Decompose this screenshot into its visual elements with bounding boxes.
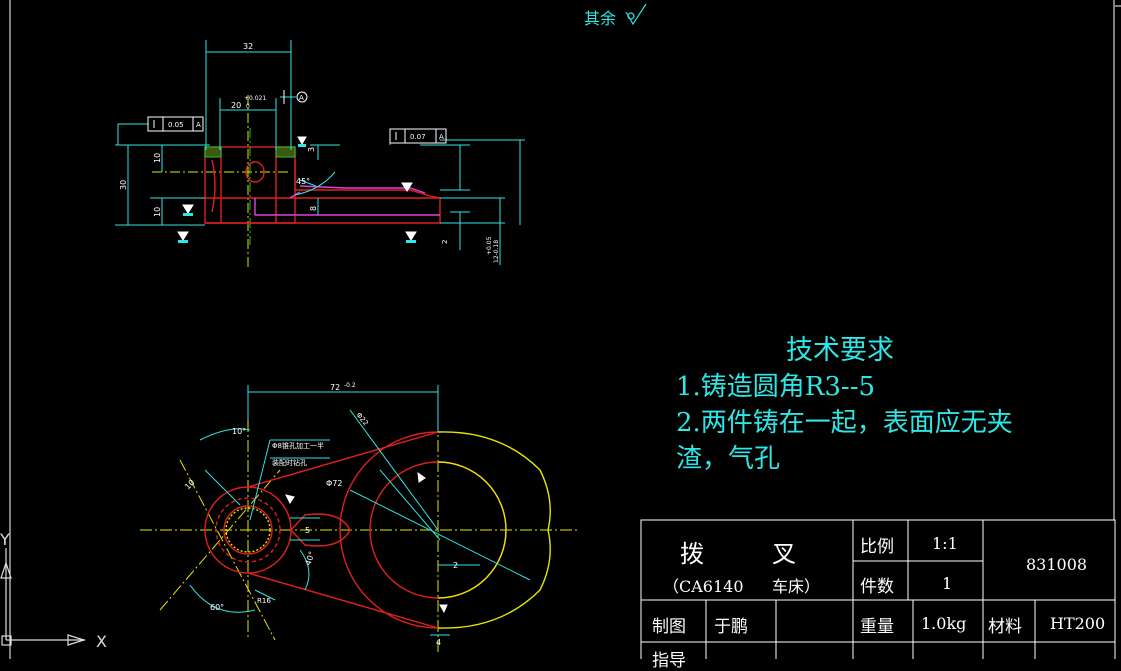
dim-5: 5 <box>305 526 310 535</box>
dim-slot: 12-0.18 <box>493 240 500 263</box>
drawn-label: 制图 <box>652 617 686 637</box>
material-value: HT200 <box>1050 614 1106 633</box>
part-name-1: 拨 <box>680 540 704 568</box>
angle-45: 45° <box>296 177 310 186</box>
datum-a: A <box>299 94 304 102</box>
scale-label: 比例 <box>860 537 894 557</box>
angle-40: 40° <box>303 550 316 566</box>
roughness-note: 其余 <box>584 9 617 28</box>
note-hole-2: 装配时钻孔 <box>272 458 307 467</box>
dim-10a: 10 <box>153 153 162 163</box>
tech-requirement-1: 1.铸造圆角R3--5 <box>676 372 876 402</box>
dim-bore-tol-low: 0 <box>246 103 250 110</box>
tech-requirement-2-cont: 渣，气孔 <box>676 444 781 474</box>
dim-10b: 10 <box>153 207 162 217</box>
scale-value: 1:1 <box>932 534 958 553</box>
top-view: 32 20 +0.021 0 0.05 A 0.07 A A 45° 30 10… <box>115 40 525 268</box>
angle-60: 60° <box>210 603 224 612</box>
dim-32: 32 <box>243 42 253 51</box>
machine-type: 车床） <box>772 577 821 596</box>
part-name-2: 叉 <box>772 540 796 568</box>
weight-label: 重量 <box>860 617 894 637</box>
tol-flat-datum-1: A <box>196 121 201 129</box>
tech-requirement-2: 2.两件铸在一起，表面应无夹 <box>676 408 1013 438</box>
r16: R16 <box>257 597 271 605</box>
dim-30: 30 <box>119 180 128 190</box>
bottom-view: 72 -0.2 10° 10 Φ72 Φ22 Φ8锥孔加工一半 装配时钻孔 R1… <box>140 382 580 655</box>
tol-flat-1: 0.05 <box>168 121 184 129</box>
drawing-number: 831008 <box>1026 555 1088 574</box>
roughness-symbol <box>625 3 647 26</box>
dim-72-tol: -0.2 <box>344 382 356 389</box>
tech-requirements-title: 技术要求 <box>786 335 894 366</box>
note-hole-1: Φ8锥孔加工一半 <box>272 441 324 450</box>
dim-2b: 2 <box>453 561 458 570</box>
dim-slot-tol: +0.05 <box>486 236 493 255</box>
dim-3: 3 <box>307 147 316 152</box>
dim-72: 72 <box>330 383 340 392</box>
dim-bore-tol: +0.021 <box>244 95 266 102</box>
weight-value: 1.0kg <box>921 614 967 633</box>
drawn-by: 于鹏 <box>714 617 748 637</box>
ucs-y-label: Y <box>0 530 10 549</box>
dim-4: 4 <box>436 638 441 647</box>
qty-value: 1 <box>942 574 953 593</box>
dim-20: 20 <box>231 101 241 110</box>
dim-8: 8 <box>309 206 318 211</box>
dia-72: Φ72 <box>326 479 342 488</box>
drawing-frame <box>9 0 1121 659</box>
ucs-icon <box>0 548 87 646</box>
title-block <box>640 519 1116 659</box>
dim-10: 10 <box>183 478 197 492</box>
qty-label: 件数 <box>860 577 894 597</box>
tol-flat-2: 0.07 <box>410 133 426 141</box>
dim-2: 2 <box>441 240 449 244</box>
angle-10: 10° <box>232 427 246 436</box>
ucs-x-label: X <box>96 632 107 651</box>
machine-model: （CA6140 <box>663 577 744 596</box>
tol-flat-datum-2: A <box>439 133 444 141</box>
material-label: 材料 <box>988 617 1022 637</box>
